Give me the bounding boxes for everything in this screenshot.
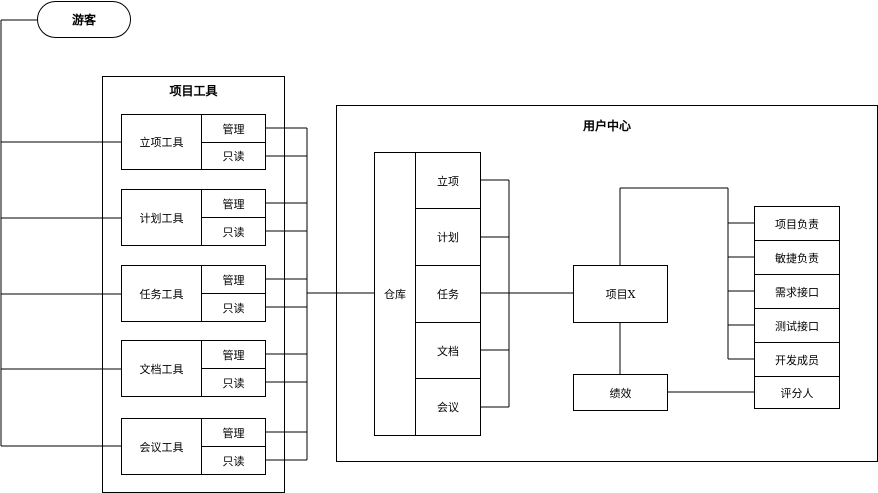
role-item: 需求接口: [754, 274, 840, 309]
rater-node: 评分人: [754, 376, 840, 409]
project-tools-title: 项目工具: [169, 84, 218, 98]
repo-item: 任务: [415, 265, 481, 323]
repo-item: 文档: [415, 322, 481, 379]
project-x-node: 项目X: [573, 265, 668, 323]
tool-readonly: 只读: [201, 293, 266, 322]
tool-name: 立项工具: [121, 114, 202, 170]
role-item: 敏捷负责: [754, 240, 840, 275]
tool-name: 任务工具: [121, 265, 202, 322]
role-item: 项目负责: [754, 206, 840, 241]
tool-manage: 管理: [201, 114, 266, 143]
tool-manage: 管理: [201, 340, 266, 369]
tool-manage: 管理: [201, 418, 266, 447]
tool-manage: 管理: [201, 189, 266, 218]
tool-name: 文档工具: [121, 340, 202, 397]
performance-node: 绩效: [573, 374, 668, 411]
guest-node: 游客: [37, 1, 131, 38]
repo-item: 计划: [415, 208, 481, 266]
role-item: 开发成员: [754, 342, 840, 377]
repo-item: 立项: [415, 152, 481, 209]
tool-readonly: 只读: [201, 368, 266, 397]
tool-readonly: 只读: [201, 446, 266, 475]
tool-readonly: 只读: [201, 217, 266, 246]
user-center-title: 用户中心: [582, 119, 631, 133]
repo-item: 会议: [415, 378, 481, 436]
tool-manage: 管理: [201, 265, 266, 294]
role-item: 测试接口: [754, 308, 840, 343]
tool-name: 会议工具: [121, 418, 202, 475]
tool-readonly: 只读: [201, 142, 266, 170]
tool-name: 计划工具: [121, 189, 202, 246]
repository-node: 仓库: [374, 152, 416, 436]
